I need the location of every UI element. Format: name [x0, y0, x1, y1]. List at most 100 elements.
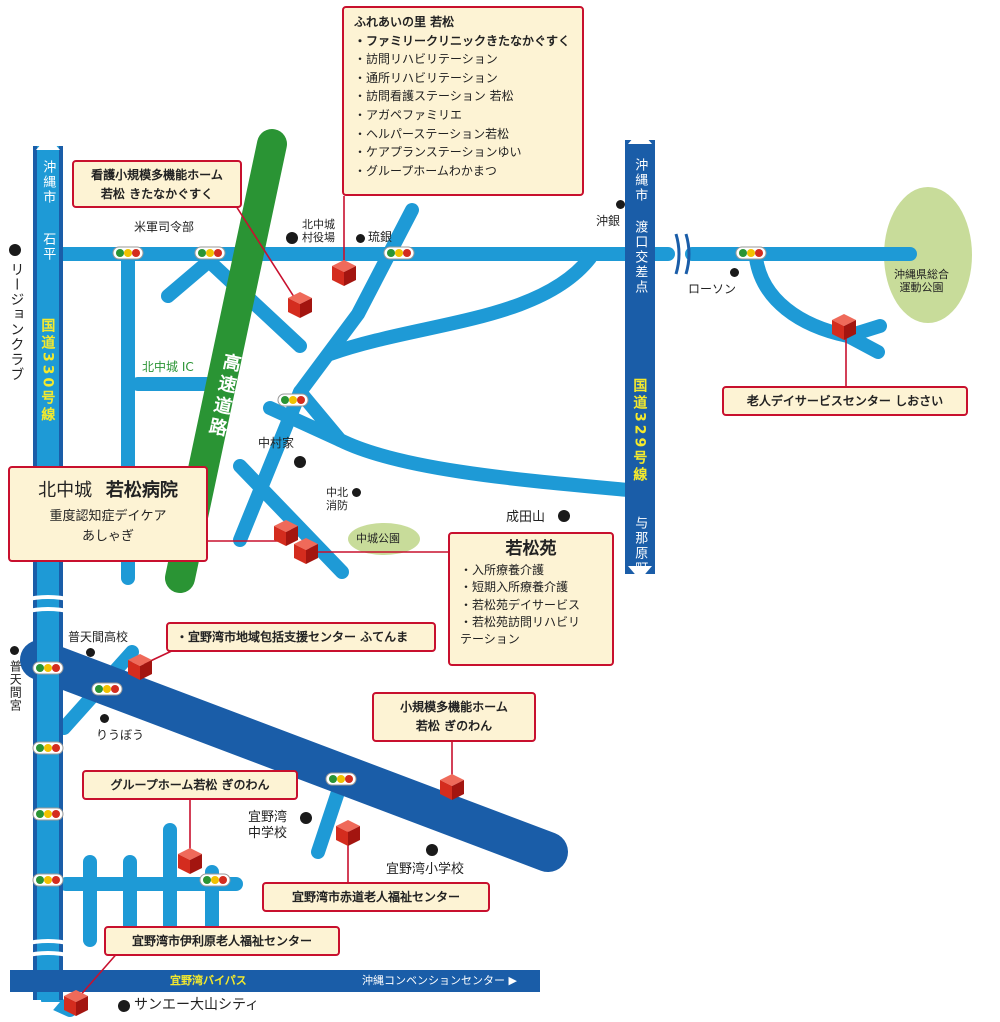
traffic-lights — [32, 246, 767, 887]
fire-station-dot — [352, 488, 361, 497]
r329-name-label: 国道329号線 — [631, 378, 648, 485]
list-item: 若松苑デイサービス — [460, 597, 602, 614]
road-b — [161, 255, 215, 303]
arrow-329-south — [628, 566, 652, 580]
list-item: 訪問看護ステーション 若松 — [354, 87, 572, 106]
hospital-box: 北中城 若松病院 重度認知症デイケア あしゃぎ — [8, 466, 208, 562]
nakagusuku-park-area — [348, 523, 420, 555]
ginowan-es-dot — [426, 844, 438, 856]
list-item: ファミリークリニックきたなかぐすく — [354, 32, 572, 51]
road-ginowan-jhs — [311, 779, 347, 859]
road-d — [293, 203, 419, 399]
okigin-label: 沖銀 — [596, 214, 621, 228]
road-park — [749, 251, 887, 343]
ryubo-label: りうぼう — [96, 728, 145, 742]
convention-label: 沖縄コンベンションセンター ▶ — [362, 974, 517, 987]
beigun-label: 米軍司令部 — [134, 220, 195, 234]
region-club-dot — [9, 244, 21, 256]
list-item: 短期入所療養介護 — [460, 579, 602, 596]
road-park2 — [841, 329, 885, 359]
ginowan-small-line1: 小規模多機能ホーム — [400, 700, 508, 714]
naritayama-dot — [558, 510, 570, 522]
hospital-title-a: 北中城 — [38, 480, 93, 501]
r329-south-label: 与那原町 — [632, 516, 648, 576]
lawson-dot — [730, 268, 739, 277]
futenma-high-label: 普天間高校 — [68, 630, 129, 644]
break-330-c — [23, 939, 73, 946]
list-item: 通所リハビリテーション — [354, 69, 572, 88]
r330-north-label: 沖縄市 — [40, 160, 56, 205]
r329-north-label: 沖縄市 — [632, 158, 648, 203]
nakamura-dot — [294, 456, 306, 468]
r330-name-label: 国道330号線 — [39, 318, 56, 425]
sports-park-label: 沖縄県総合 運動公園 — [894, 268, 949, 295]
sports-park-area — [884, 187, 972, 323]
kantaki-box: 看護小規模多機能ホーム 若松 きたなかぐすく — [72, 160, 242, 208]
list-item: 訪問リハビリテーション — [354, 50, 572, 69]
hospital-sub2: あしゃぎ — [81, 529, 134, 545]
futenma-center-box: ・宜野湾市地域包括支援センター ふてんま — [166, 622, 436, 652]
ic-label: 北中城 IC — [142, 360, 194, 374]
nakagusuku-park-label: 中城公園 — [356, 532, 400, 545]
ginowan-es-label: 宜野湾小学校 — [386, 862, 465, 877]
iribaru-name: 宜野湾市伊利原老人福祉センター — [131, 934, 312, 948]
hospital-title-b: 若松病院 — [105, 480, 178, 501]
road-diagonal — [20, 640, 568, 872]
nakamura-label: 中村家 — [258, 436, 295, 450]
ryugin-label: 琉銀 — [368, 230, 393, 244]
okigin-dot — [616, 200, 625, 209]
road-e — [323, 251, 597, 361]
group-home-name: グループホーム若松 ぎのわん — [110, 778, 270, 792]
list-item: 入所療養介護 — [460, 562, 602, 579]
ginowan-jhs-label: 宜野湾 中学校 — [248, 810, 288, 841]
village-office-label: 北中城 村役場 — [302, 218, 335, 245]
futenma-shrine-label: 普天間宮 — [8, 660, 23, 712]
fureai-title: ふれあいの里 若松 — [354, 15, 455, 29]
futenma-high-dot — [86, 648, 95, 657]
arrow-330-north — [36, 136, 60, 150]
ryugin-dot — [356, 234, 365, 243]
village-office-dot — [286, 232, 298, 244]
akamichi-name: 宜野湾市赤道老人福祉センター — [291, 890, 460, 904]
wakamatsuen-list: 入所療養介護 短期入所療養介護 若松苑デイサービス 若松苑訪問リハビリ テーショ… — [460, 562, 602, 649]
fureai-list: ファミリークリニックきたなかぐすく 訪問リハビリテーション 通所リハビリテーショ… — [354, 32, 572, 181]
wakamatsuen-title: 若松苑 — [505, 539, 557, 559]
break-330-b — [23, 607, 73, 614]
break-330-d — [23, 951, 73, 958]
kantaki-line1: 看護小規模多機能ホーム — [91, 168, 223, 182]
naritayama-label: 成田山 — [506, 510, 546, 525]
r329-intersection-label: 渡口交差点 — [632, 220, 648, 295]
break-330-a — [23, 595, 73, 602]
akamichi-box: 宜野湾市赤道老人福祉センター — [262, 882, 490, 912]
arrow-330-south — [36, 1002, 60, 1016]
list-item: アガペファミリエ — [354, 106, 572, 125]
road-g — [263, 401, 347, 447]
kantaki-line2: 若松 きたなかぐすく — [100, 186, 214, 201]
list-item: ヘルパーステーション若松 — [354, 125, 572, 144]
facility-markers — [64, 260, 856, 1016]
ginowan-small-box: 小規模多機能ホーム 若松 ぎのわん — [372, 692, 536, 742]
list-item: 若松苑訪問リハビリ テーション — [460, 614, 602, 649]
futenma-center-name: ・宜野湾市地域包括支援センター ふてんま — [176, 630, 409, 644]
road-f — [233, 385, 635, 547]
r330-ishihira-label: 石平 — [40, 232, 56, 262]
sanei-dot — [118, 1000, 130, 1012]
ginowan-small-line2: 若松 ぎのわん — [415, 718, 493, 733]
lawson-label: ローソン — [688, 282, 737, 296]
fureai-box: ふれあいの里 若松 ファミリークリニックきたなかぐすく 訪問リハビリテーション … — [342, 6, 584, 196]
arrow-329-north — [628, 130, 652, 144]
break-east-a — [674, 233, 681, 275]
list-item: グループホームわかまつ — [354, 162, 572, 181]
iribaru-box: 宜野湾市伊利原老人福祉センター — [104, 926, 340, 956]
bypass-label: 宜野湾バイパス — [170, 974, 247, 987]
hospital-sub1: 重度認知症デイケア — [49, 509, 167, 525]
ginowan-jhs-dot — [300, 812, 312, 824]
sanei-label: サンエー大山シティ — [134, 997, 260, 1013]
road-c — [203, 255, 307, 353]
shiosai-box: 老人デイサービスセンター しおさい — [722, 386, 968, 416]
region-club-label: リージョンクラブ — [8, 262, 25, 382]
ryubo-dot — [100, 714, 109, 723]
road-h — [233, 459, 349, 579]
group-home-box: グループホーム若松 ぎのわん — [82, 770, 298, 800]
